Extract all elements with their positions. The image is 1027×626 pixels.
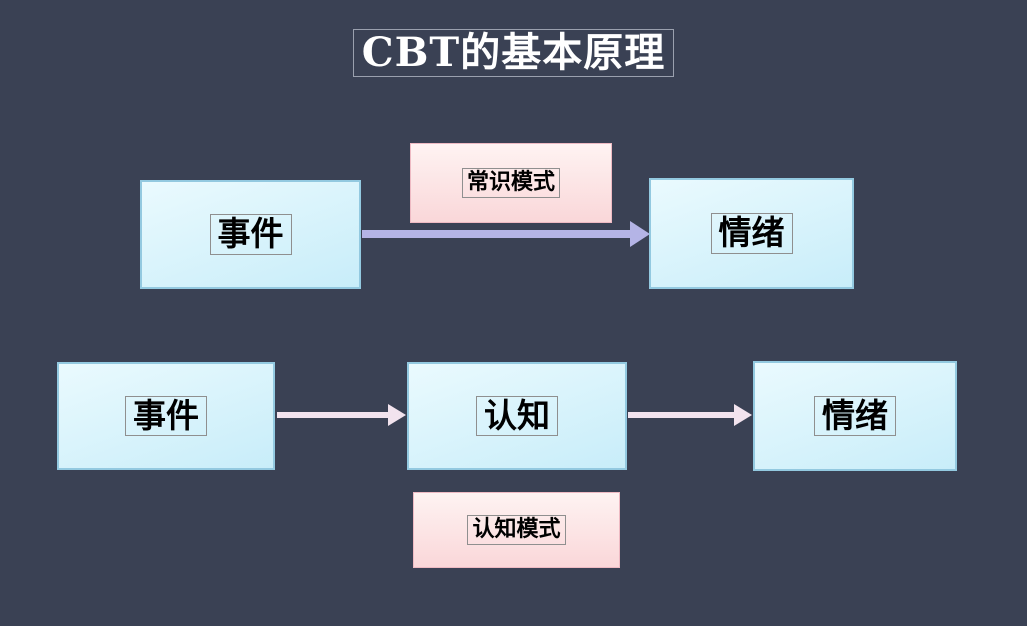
- title-container: CBT的基本原理: [0, 29, 1027, 77]
- node-event-top: 事件: [140, 180, 361, 289]
- node-event-bottom-label: 事件: [125, 395, 207, 437]
- node-emotion-top: 情绪: [649, 178, 854, 289]
- arrow-head: [388, 404, 406, 426]
- node-event-bottom: 事件: [57, 362, 275, 470]
- arrow-head: [630, 221, 650, 247]
- node-emotion-bottom-label: 情绪: [814, 395, 896, 437]
- node-emotion-bottom: 情绪: [753, 361, 957, 471]
- label-box-cognitive-model: 认知模式: [413, 492, 620, 568]
- common-sense-model-label: 常识模式: [461, 168, 560, 198]
- right-arrow-icon: [362, 221, 650, 247]
- node-emotion-top-label: 情绪: [710, 213, 793, 254]
- arrow-head: [734, 404, 752, 426]
- node-cognition-label: 认知: [476, 395, 558, 437]
- node-event-top-label: 事件: [209, 214, 292, 255]
- right-arrow-icon: [277, 404, 406, 426]
- label-box-common-sense-model: 常识模式: [410, 143, 612, 223]
- cognitive-model-label: 认知模式: [467, 515, 566, 545]
- node-cognition: 认知: [407, 362, 627, 470]
- arrow-shaft: [628, 412, 735, 418]
- arrow-shaft: [362, 230, 631, 238]
- arrow-shaft: [277, 412, 389, 418]
- right-arrow-icon: [628, 404, 752, 426]
- slide-title: CBT的基本原理: [352, 29, 675, 77]
